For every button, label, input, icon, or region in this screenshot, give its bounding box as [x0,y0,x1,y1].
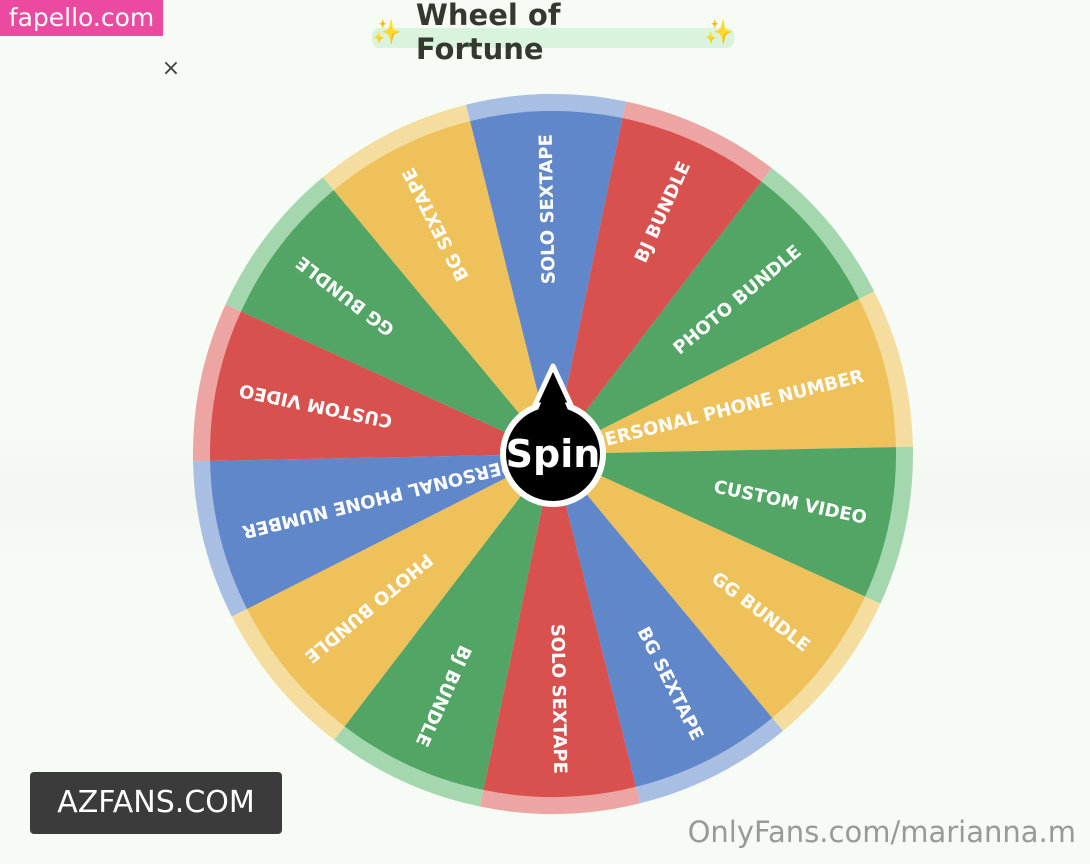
wheel-slice [210,311,553,461]
watermark-fapello: fapello.com [0,0,163,36]
wheel-slice [247,454,553,727]
wheel-slice [470,110,623,454]
close-icon[interactable]: × [161,56,181,81]
page-title: ✨ Wheel of Fortune ✨ [372,0,734,66]
wheel-slice [344,454,553,790]
wheel-slice-label: SOLO SEXTAPE [546,624,570,775]
wheel-slice [210,454,553,609]
wheel-slices [192,93,914,815]
wheel-slice [553,454,773,787]
wheel-slice-label: SOLO SEXTAPE [536,134,560,285]
title-highlight [372,28,734,48]
sparkle-right-icon: ✨ [704,18,734,46]
wheel-slice [483,454,636,798]
title-text: Wheel of Fortune [415,0,561,66]
watermark-onlyfans: OnlyFans.com/marianna.m [687,815,1076,849]
spin-pointer-inner [538,374,568,410]
wheel-slice [333,121,553,454]
spin-button[interactable]: Spin [500,363,606,507]
wheel-slice [553,118,762,454]
wheel-slice [241,190,554,454]
sparkle-left-icon: ✨ [372,18,402,46]
wheel-slice [553,299,896,454]
wheel-slice [553,447,896,597]
wheel-slice [553,454,865,718]
spin-label: Spin [506,432,601,476]
watermark-azfans: AZFANS.COM [30,772,282,834]
title-bar: ✨ Wheel of Fortune ✨ [372,0,734,66]
wheel-slice [553,181,859,455]
spin-hub-inner [506,407,600,501]
